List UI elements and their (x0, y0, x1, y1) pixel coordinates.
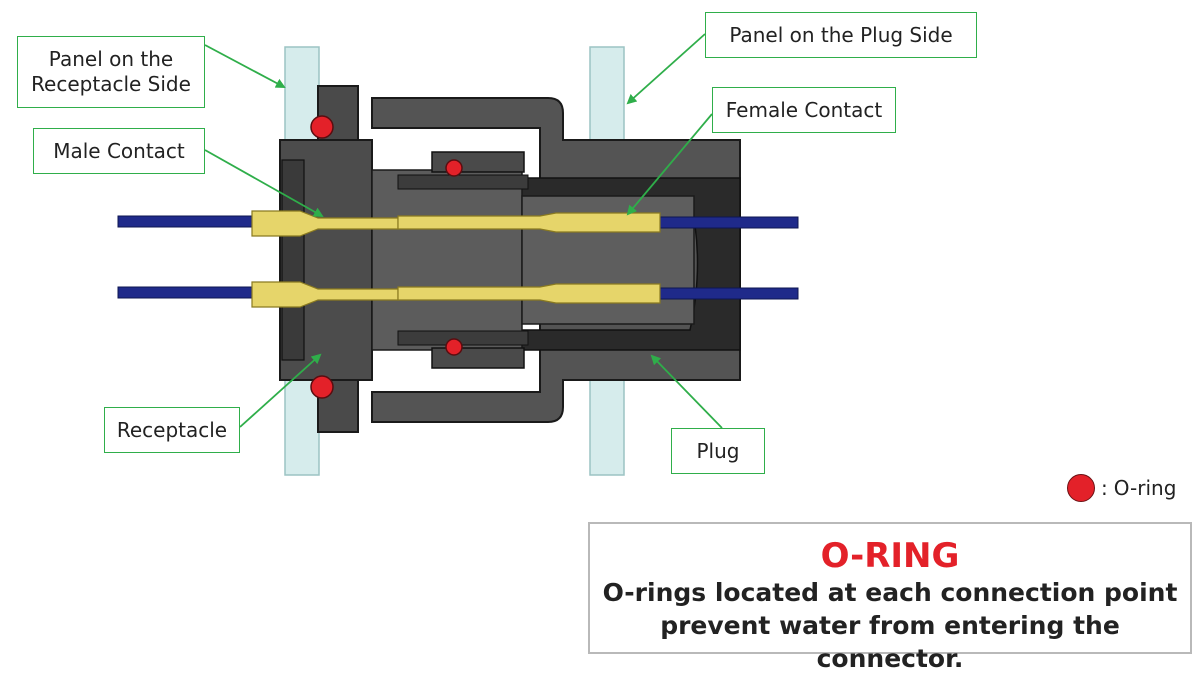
label-plug: Plug (671, 428, 765, 474)
summary-text: O-rings located at each connection point… (590, 576, 1190, 675)
plug-insert-bottom (431, 347, 525, 369)
label-panel-receptacle-line1: Panel on the (48, 47, 174, 71)
leader-female-contact (626, 113, 713, 216)
label-panel-plug-text: Panel on the Plug Side (729, 22, 953, 47)
leader-male-contact (204, 149, 324, 217)
legend-separator: : (1101, 476, 1108, 500)
label-receptacle-text: Receptacle (116, 417, 228, 442)
label-female-contact-text: Female Contact (725, 97, 883, 122)
receptacle-rear-cavity (281, 159, 305, 361)
label-receptacle: Receptacle (104, 407, 240, 453)
legend-label: O-ring (1113, 476, 1177, 500)
connector-cross-section (117, 33, 799, 476)
legend: : O-ring (1067, 472, 1176, 504)
o-ring-dot-icon (1067, 474, 1095, 502)
o-ring-receptacle-top (310, 115, 334, 139)
insert-groove-bottom (397, 330, 529, 346)
leader-panel-plug (626, 33, 706, 105)
label-plug-text: Plug (696, 438, 740, 463)
o-ring-receptacle-bottom (310, 375, 334, 399)
insert-groove-top (397, 174, 529, 190)
o-ring-insert-top (445, 159, 463, 177)
summary-line-1: O-rings located at each connection point (602, 578, 1178, 607)
label-panel-receptacle-side: Panel on the Receptacle Side (17, 36, 205, 108)
female-contact-lower (397, 283, 661, 304)
summary-line-2: prevent water from entering the connecto… (660, 611, 1120, 673)
o-ring-insert-bottom (445, 338, 463, 356)
label-male-contact-text: Male Contact (53, 138, 185, 163)
label-female-contact: Female Contact (712, 87, 896, 133)
summary-box: O-RING O-rings located at each connectio… (588, 522, 1192, 673)
leader-receptacle (239, 353, 322, 428)
female-contact-upper (397, 212, 661, 233)
summary-title: O-RING (820, 536, 960, 576)
leader-panel-receptacle (204, 44, 286, 88)
label-panel-receptacle-line2: Receptacle Side (31, 72, 191, 96)
label-male-contact: Male Contact (33, 128, 205, 174)
leader-plug (650, 354, 723, 429)
receptacle-insert (371, 169, 523, 351)
label-panel-plug-side: Panel on the Plug Side (705, 12, 977, 58)
